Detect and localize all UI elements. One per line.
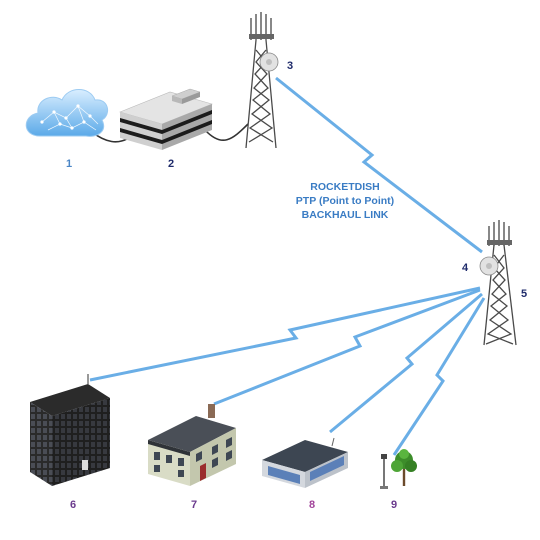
link-to-building-6 [89, 286, 481, 382]
cable-datacenter-to-tower [204, 123, 249, 142]
link-to-lamp-9 [392, 297, 486, 456]
tower-icon [245, 12, 279, 149]
node-label-5: 5 [521, 288, 527, 300]
backhaul-link-label: ROCKETDISH PTP (Point to Point) BACKHAUL… [296, 181, 394, 221]
backhaul-link [275, 76, 483, 254]
lamp-tree-icon [380, 449, 417, 489]
wireless-links [89, 76, 486, 456]
node-label-1: 1 [66, 158, 72, 170]
cloud-icon [25, 89, 109, 137]
node-label-4: 4 [462, 262, 469, 274]
node-label-8: 8 [309, 499, 315, 511]
node-label-7: 7 [191, 499, 197, 511]
link-to-shop-8 [329, 292, 483, 434]
node-label-3: 3 [287, 60, 293, 72]
link-label-line1: ROCKETDISH [310, 181, 379, 193]
data-center-icon [119, 88, 213, 150]
link-label-line3: BACKHAUL LINK [302, 209, 389, 221]
tower-icon [479, 220, 517, 346]
node-labels: 1 2 3 4 5 6 7 8 9 [66, 60, 527, 511]
link-label-line2: PTP (Point to Point) [296, 195, 394, 207]
shop-icon [262, 437, 348, 488]
link-to-house-7 [213, 288, 481, 406]
node-label-6: 6 [70, 499, 76, 511]
node-label-9: 9 [391, 499, 397, 511]
node-label-2: 2 [168, 158, 174, 170]
house-icon [148, 404, 236, 486]
office-building-icon [30, 374, 110, 486]
